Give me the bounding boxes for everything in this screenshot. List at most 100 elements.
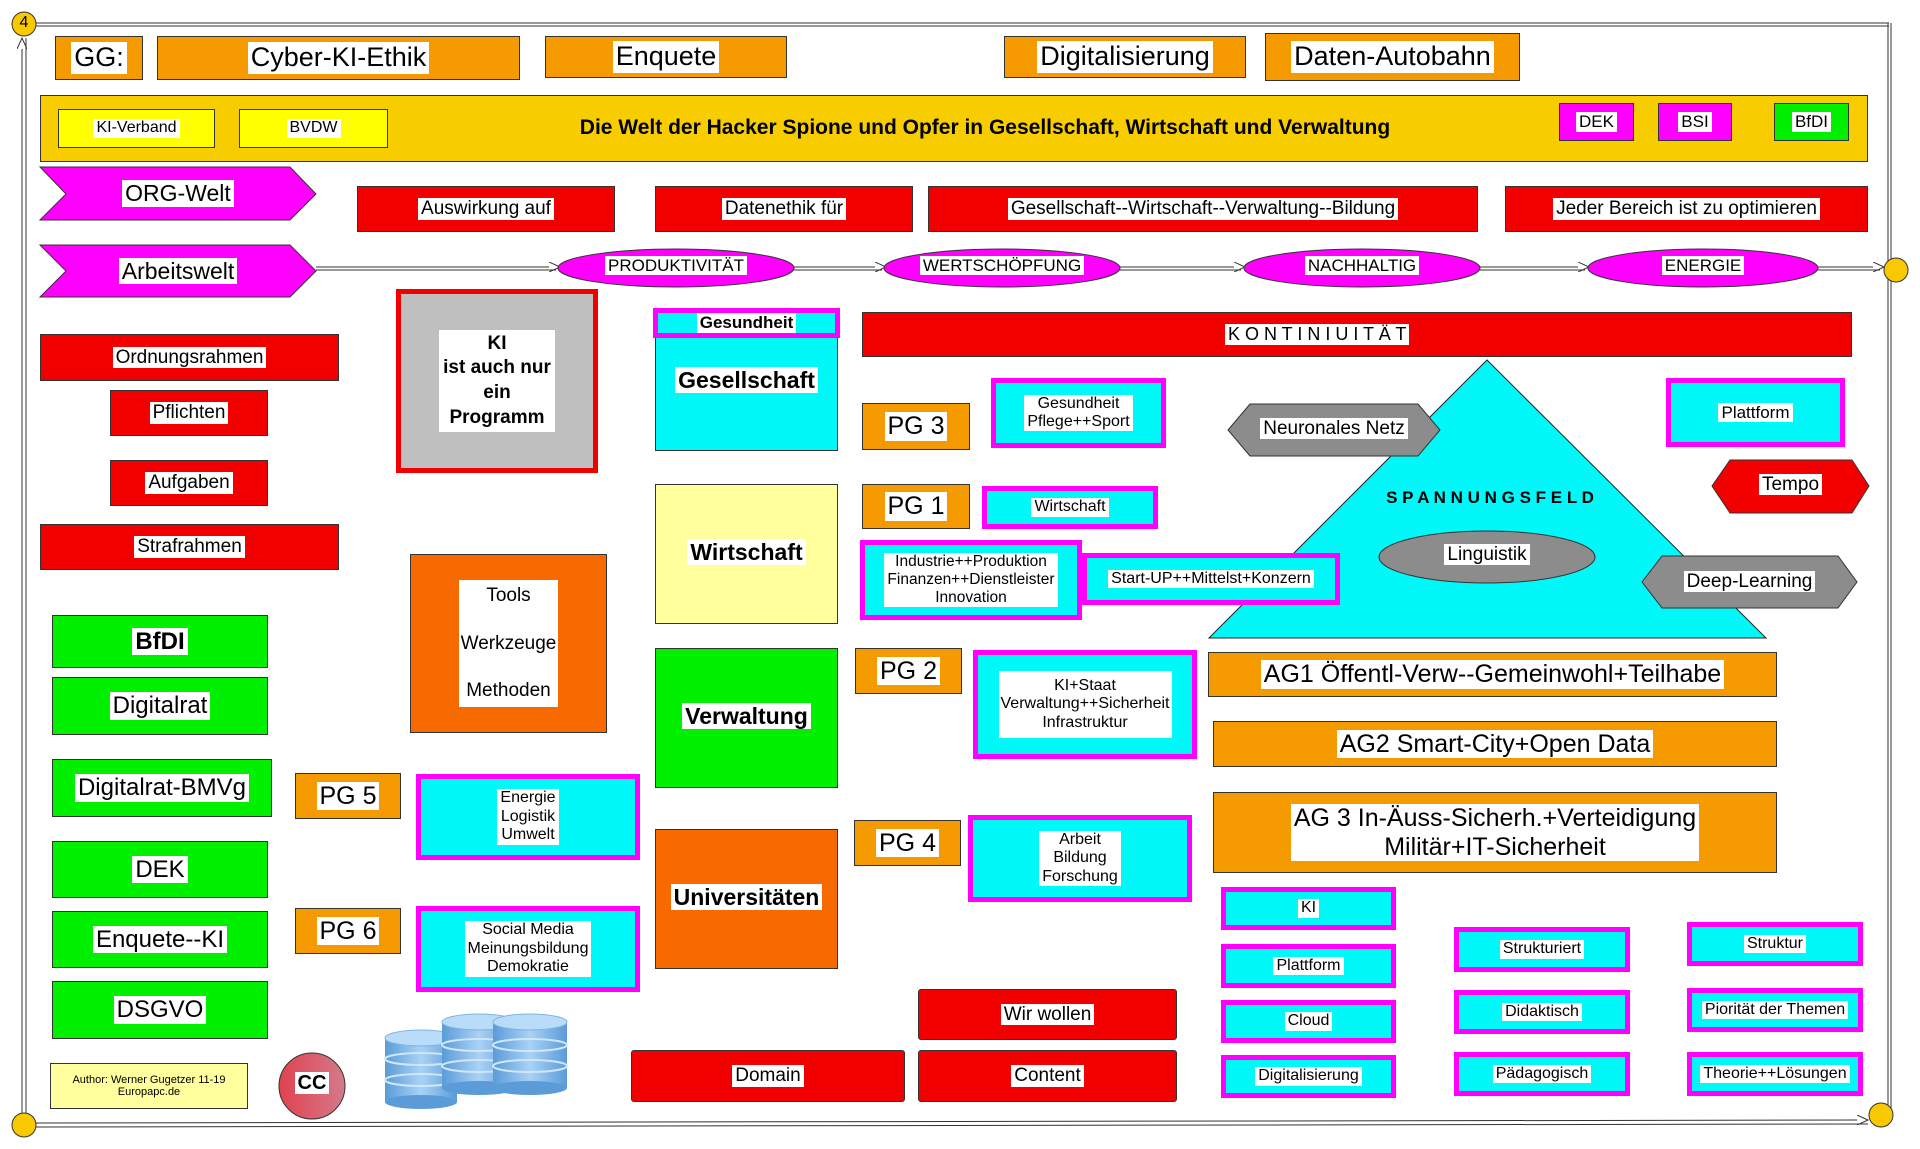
sector-verwaltung[interactable]: Verwaltung: [655, 648, 838, 788]
kontinuitaet-bar: K O N T I N I U I T Ä T: [862, 312, 1852, 357]
org-digitalrat-bmvg[interactable]: Digitalrat-BMVg: [52, 759, 272, 817]
tag-bfdi[interactable]: BfDI: [1774, 103, 1849, 141]
startup-box[interactable]: Start-UP++Mittelst+Konzern: [1082, 553, 1340, 605]
sector-label: Verwaltung: [682, 703, 811, 730]
linguistik-wrap[interactable]: Linguistik: [1379, 544, 1595, 566]
pg-topic: Energie Logistik Umwelt: [497, 789, 559, 845]
tag-label: BVDW: [286, 119, 341, 138]
plattform-label: Plattform: [1718, 402, 1793, 423]
org-welt-label-wrap[interactable]: ORG-Welt: [66, 167, 290, 220]
red-box-label: Datenethik für: [721, 198, 847, 220]
flow-energie[interactable]: ENERGIE: [1588, 256, 1818, 276]
theme-prioritaet[interactable]: Piorität der Themen: [1687, 988, 1863, 1032]
tag-ki-verband[interactable]: KI-Verband: [58, 109, 215, 148]
org-label: DSGVO: [113, 996, 207, 1024]
tag-label: KI-Verband: [93, 119, 180, 138]
tech-ki[interactable]: KI: [1221, 887, 1396, 930]
ki-programm-box: KI ist auch nur ein Programm: [396, 289, 598, 473]
rule-label: Aufgaben: [145, 472, 233, 494]
method-strukturiert[interactable]: Strukturiert: [1454, 927, 1630, 972]
sector-universitaeten[interactable]: Universitäten: [655, 829, 838, 969]
topic-cyber-ki-ethik[interactable]: Cyber-KI-Ethik: [157, 36, 520, 80]
org-bfdi[interactable]: BfDI: [52, 615, 268, 668]
pg-2[interactable]: PG 2: [855, 648, 962, 694]
pg-id: PG 6: [316, 916, 380, 946]
ag-1[interactable]: AG1 Öffentl-Verw--Gemeinwohl+Teilhabe: [1208, 652, 1777, 697]
flow-produktivitaet[interactable]: PRODUKTIVITÄT: [558, 256, 794, 276]
topic-daten-autobahn[interactable]: Daten-Autobahn: [1265, 33, 1520, 81]
cc-label: CC: [294, 1072, 330, 1094]
pg-4[interactable]: PG 4: [854, 820, 961, 866]
pg-id: PG 5: [316, 781, 380, 811]
plattform-box[interactable]: Plattform: [1666, 378, 1845, 447]
org-dek[interactable]: DEK: [52, 841, 268, 898]
rule-label: Pflichten: [149, 402, 229, 424]
pg-4-topic[interactable]: Arbeit Bildung Forschung: [968, 815, 1192, 902]
arbeitswelt-label-wrap[interactable]: Arbeitswelt: [66, 245, 290, 297]
rule-aufgaben: Aufgaben: [110, 460, 268, 506]
neuronales-wrap[interactable]: Neuronales Netz: [1228, 418, 1440, 440]
flow-nachhaltig[interactable]: NACHHALTIG: [1244, 256, 1480, 276]
wir-wollen-box: Wir wollen: [918, 989, 1177, 1040]
topic-digitalisierung[interactable]: Digitalisierung: [1004, 36, 1246, 78]
org-label: BfDI: [132, 627, 188, 656]
gesundheit-tab[interactable]: Gesundheit: [653, 308, 840, 338]
tag-label: BfDI: [1791, 112, 1832, 132]
theme-theorie[interactable]: Theorie++Lösungen: [1687, 1052, 1863, 1096]
method-paedagogisch[interactable]: Pädagogisch: [1454, 1052, 1630, 1096]
pg-topic: Wirtschaft: [1031, 498, 1109, 517]
theme-struktur[interactable]: Struktur: [1687, 922, 1863, 966]
author-box: Author: Werner Gugetzer 11-19 Europapc.d…: [50, 1063, 248, 1109]
sector-gesellschaft[interactable]: Gesellschaft: [655, 336, 838, 451]
sector-wirtschaft[interactable]: Wirtschaft: [655, 484, 838, 624]
corner-circle: [11, 1112, 37, 1138]
pg-6-topic[interactable]: Social Media Meinungsbildung Demokratie: [416, 906, 640, 992]
ag-3[interactable]: AG 3 In-Äuss-Sicherh.+Verteidigung Milit…: [1213, 792, 1777, 873]
author-site[interactable]: Europapc.de: [117, 1086, 181, 1098]
pg-id: PG 3: [884, 412, 948, 441]
flow-wertschoepfung[interactable]: WERTSCHÖPFUNG: [884, 256, 1120, 276]
tag-dek[interactable]: DEK: [1559, 103, 1634, 141]
tech-cloud[interactable]: Cloud: [1221, 1000, 1396, 1043]
pg-3-topic[interactable]: Gesundheit Pflege++Sport: [991, 378, 1166, 448]
rule-label: Ordnungsrahmen: [112, 346, 267, 369]
ag-label: AG1 Öffentl-Verw--Gemeinwohl+Teilhabe: [1260, 660, 1725, 689]
ag-2[interactable]: AG2 Smart-City+Open Data: [1213, 721, 1777, 767]
spannungsfeld-title: S P A N N U N G S F E L D: [1386, 488, 1594, 507]
content-box[interactable]: Content: [918, 1050, 1177, 1102]
gg-label-box: GG:: [55, 36, 143, 80]
org-digitalrat[interactable]: Digitalrat: [52, 677, 268, 735]
pg-1-topic[interactable]: Wirtschaft: [982, 486, 1158, 529]
org-enquete-ki[interactable]: Enquete--KI: [52, 911, 268, 968]
domain-box[interactable]: Domain: [631, 1050, 905, 1102]
pg-1[interactable]: PG 1: [862, 484, 970, 529]
pg-5-topic[interactable]: Energie Logistik Umwelt: [416, 774, 640, 860]
pg-id: PG 1: [884, 492, 948, 521]
tempo-wrap[interactable]: Tempo: [1712, 474, 1869, 496]
pg-6[interactable]: PG 6: [295, 908, 401, 954]
org-dsgvo[interactable]: DSGVO: [52, 981, 268, 1039]
topic-enquete[interactable]: Enquete: [545, 36, 787, 78]
ki-programm-label: KI ist auch nur ein Programm: [439, 329, 555, 433]
topic-label: Cyber-KI-Ethik: [247, 42, 430, 74]
pg-2-topic[interactable]: KI+Staat Verwaltung++Sicherheit Infrastr…: [973, 650, 1197, 759]
red-box-label: Gesellschaft--Wirtschaft--Verwaltung--Bi…: [1007, 198, 1399, 220]
pg-5[interactable]: PG 5: [295, 773, 401, 819]
tech-plattform[interactable]: Plattform: [1221, 944, 1396, 988]
theme-label: Struktur: [1743, 934, 1806, 954]
org-label: Digitalrat: [109, 692, 211, 720]
rule-strafrahmen: Strafrahmen: [40, 524, 339, 570]
deep-learning-label: Deep-Learning: [1683, 571, 1816, 592]
deep-learning-wrap[interactable]: Deep-Learning: [1642, 571, 1857, 593]
pg-3[interactable]: PG 3: [862, 403, 970, 450]
method-didaktisch[interactable]: Didaktisch: [1454, 990, 1630, 1034]
tag-bsi[interactable]: BSI: [1658, 103, 1732, 141]
pg-topic: Gesundheit Pflege++Sport: [1024, 394, 1133, 432]
topic-label: Daten-Autobahn: [1291, 41, 1494, 73]
tech-digitalisierung[interactable]: Digitalisierung: [1221, 1055, 1396, 1098]
page-number: 4: [19, 14, 29, 31]
rule-label: Strafrahmen: [134, 536, 245, 558]
org-label: Enquete--KI: [92, 925, 228, 954]
tag-bvdw[interactable]: BVDW: [239, 109, 388, 148]
industrie-box[interactable]: Industrie++Produktion Finanzen++Dienstle…: [860, 540, 1082, 620]
